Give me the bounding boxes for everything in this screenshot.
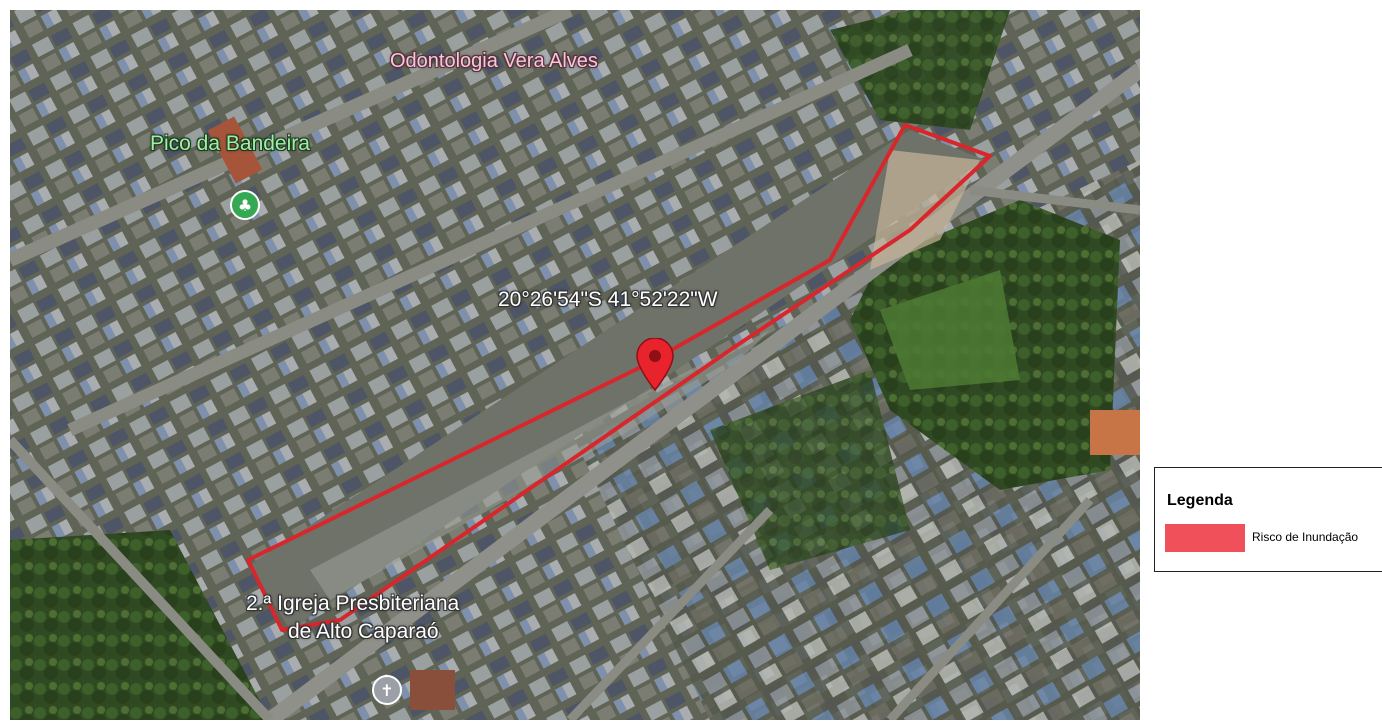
satellite-map[interactable]: Odontologia Vera Alves Pico da Bandeira … bbox=[10, 10, 1140, 720]
flood-risk-outline[interactable] bbox=[246, 123, 992, 632]
legend-label-flood-risk: Risco de Inundação bbox=[1252, 530, 1359, 544]
legend-swatch-flood-risk bbox=[1165, 524, 1245, 552]
coordinates-label: 20°26'54"S 41°52'22"W bbox=[498, 288, 718, 311]
place-label-igreja-line2[interactable]: de Alto Caparaó bbox=[288, 620, 439, 643]
place-label-odontologia[interactable]: Odontologia Vera Alves bbox=[390, 50, 598, 72]
place-label-igreja-line1[interactable]: 2.ª Igreja Presbiteriana bbox=[246, 592, 460, 615]
legend-title: Legenda bbox=[1167, 492, 1233, 509]
map-pin-icon[interactable] bbox=[635, 338, 675, 392]
map-legend: Legenda Risco de Inundação bbox=[1154, 467, 1382, 572]
satellite-imagery bbox=[10, 10, 1140, 720]
tree-icon[interactable]: ♣ bbox=[230, 190, 260, 220]
place-label-pico[interactable]: Pico da Bandeira bbox=[150, 132, 310, 155]
cross-icon[interactable]: ✝ bbox=[372, 675, 402, 705]
